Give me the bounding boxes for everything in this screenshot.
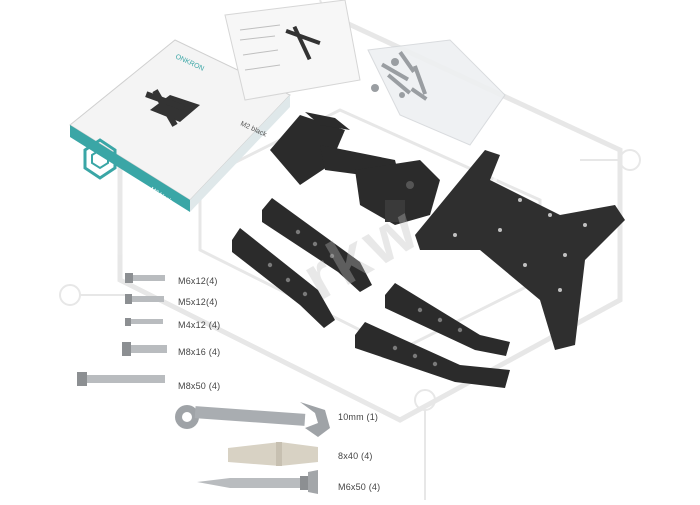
screw-m8x16-icon [122,342,167,356]
screw-m8x50-icon [77,372,165,386]
screw-m6x12-icon [125,273,165,283]
part-label-m6x12: M6x12(4) [178,276,218,286]
part-label-m8x16: M8x16 (4) [178,347,221,357]
box-bracket-illustration [145,89,200,127]
part-label-m4x12: M4x12 (4) [178,320,221,330]
product-box: ONKRON M2 black M2 black [69,39,291,212]
part-label-wrench: 10mm (1) [338,412,379,422]
vertical-bracket-arms [232,198,510,388]
wall-arm-assembly [270,112,440,225]
part-label-anchor: 8x40 (4) [338,451,373,461]
tv-mounting-plate [415,150,625,350]
onkron-logo-icon [83,138,117,180]
wrench-10mm-icon [175,402,330,437]
screw-m5x12-icon [125,294,164,304]
wall-anchor-8x40-icon [228,442,318,466]
part-label-m5x12: M5x12(4) [178,297,218,307]
part-label-lag-screw: M6x50 (4) [338,482,381,492]
lag-screw-m6x50-icon [197,470,318,494]
screw-m4x12-icon [125,318,163,326]
hardware-bag [367,39,506,146]
instruction-sheet-icon [224,0,361,101]
part-label-m8x50: M8x50 (4) [178,381,221,391]
